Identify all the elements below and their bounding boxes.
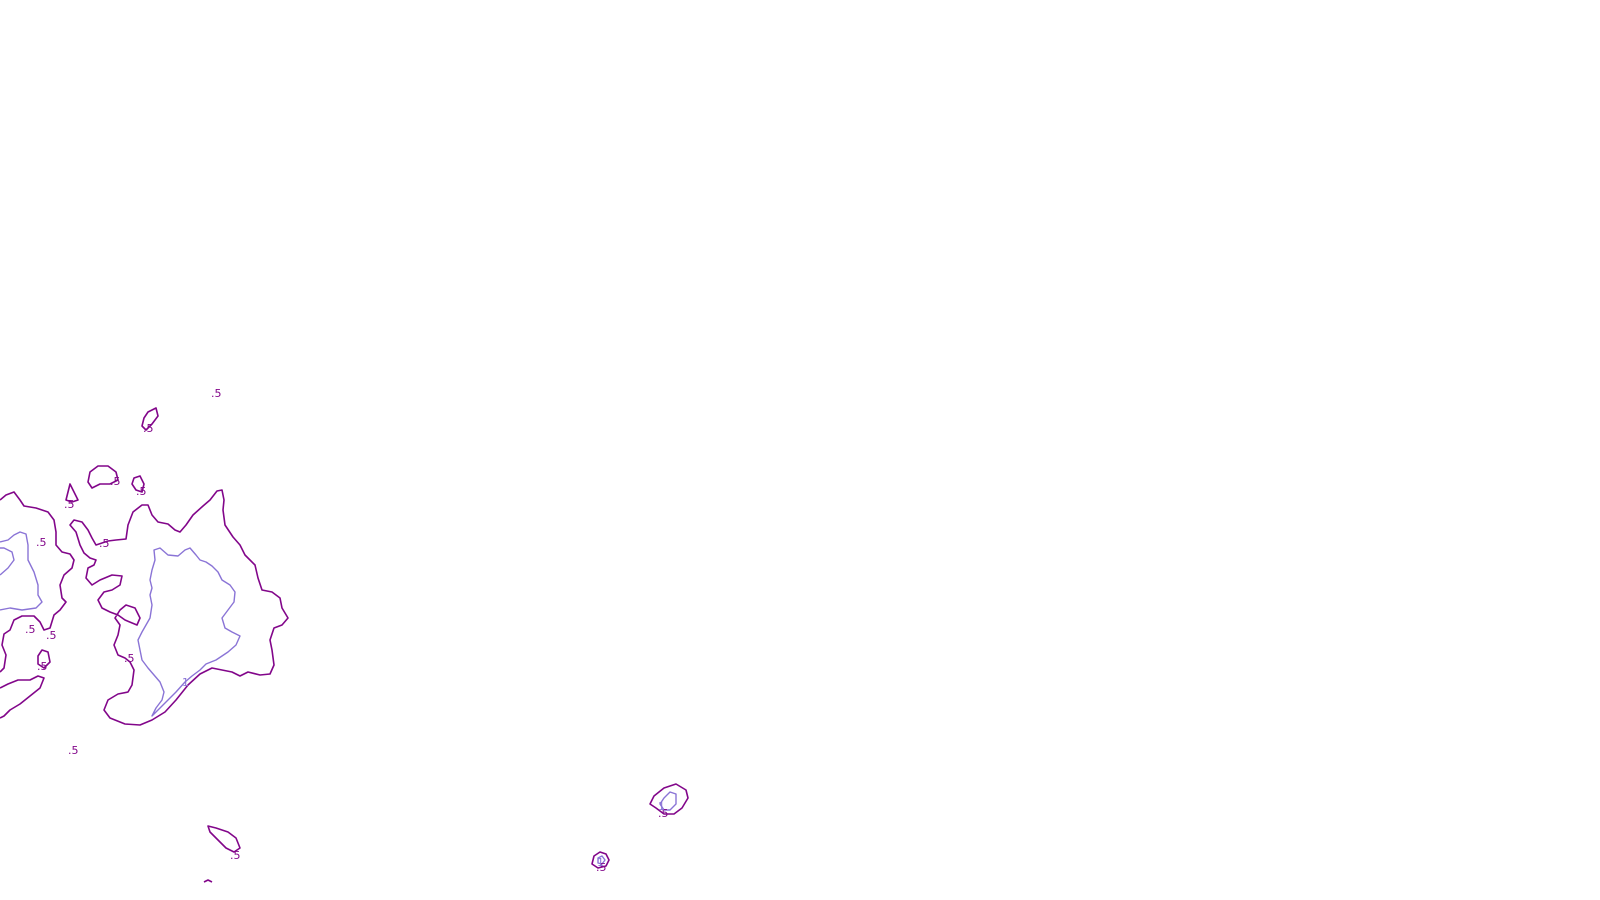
contour-label: .5 [37,660,48,673]
contour-small-island-2 [87,465,119,489]
contour-small-island-1 [141,407,159,431]
contour-label: .5 [25,623,36,636]
contour-label: .5 [596,861,607,874]
contour-label: .5 [110,475,121,488]
contour-label: .5 [211,387,222,400]
contour-label: 1 [182,676,189,689]
contour-label: .5 [143,422,154,435]
contour-lower-right-peak-inner [659,791,677,811]
contour-label: 1 [658,800,665,813]
contour-small-island-4 [65,483,79,503]
contour-label: .5 [658,807,669,820]
contour-lower-right-peak-outer [649,783,689,815]
contour-main-cluster-outer [69,489,289,726]
contour-label: .5 [46,629,57,642]
contour-small-island-3 [131,475,145,493]
contour-label: 1 [597,856,604,869]
contour-left-cluster-outer [0,491,75,719]
contour-small-island-5 [37,649,51,669]
contour-bottom-peak-outer [591,851,610,869]
contour-label: .5 [68,744,79,757]
contour-small-island-6 [207,825,241,853]
contour-label: .5 [230,849,241,862]
contour-small-island-7 [203,879,213,883]
contour-left-cluster-inner [0,531,43,611]
contour-label: .5 [64,498,75,511]
contour-label: .5 [136,485,147,498]
contour-label: .5 [124,652,135,665]
contour-label: .5 [36,536,47,549]
contour-label: .5 [99,537,110,550]
contour-main-cluster-inner [137,547,241,717]
contour-bottom-peak-inner [597,855,606,865]
